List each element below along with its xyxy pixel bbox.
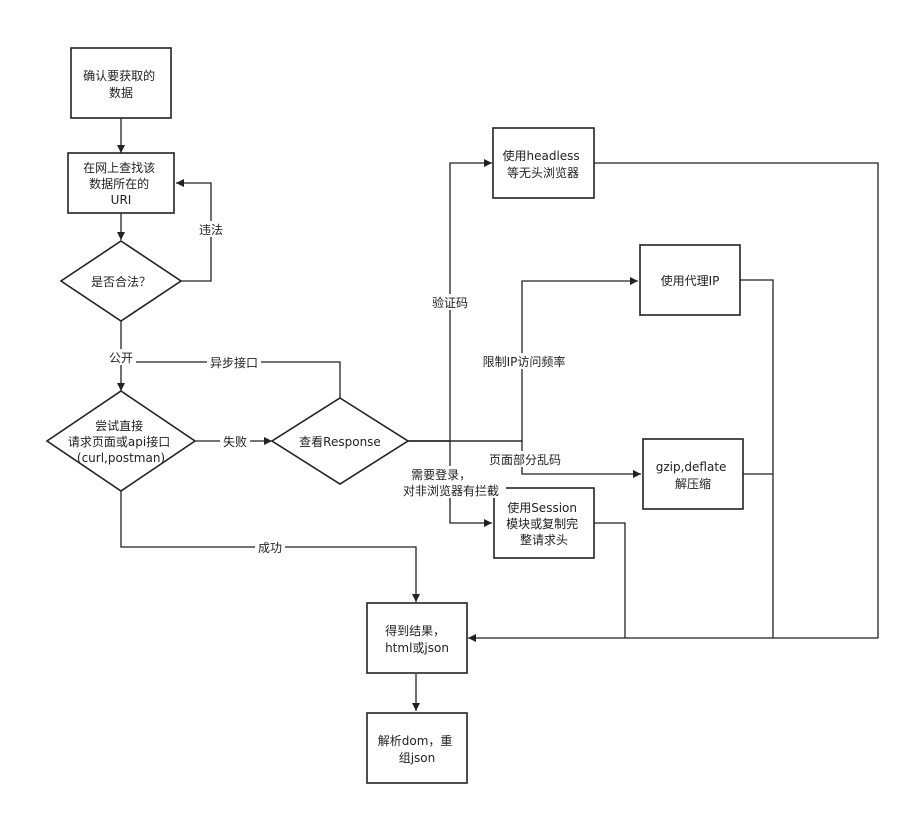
edge-label-illegal: 违法 — [196, 221, 226, 237]
node-use-headless: 使用headless 等无头浏览器 — [492, 127, 595, 199]
edge-label-captcha: 验证码 — [430, 294, 470, 310]
node-check-response: 查看Response — [270, 397, 410, 485]
node-use-session: 使用Session 模块或复制完 整请求头 — [493, 487, 595, 559]
node-gzip-decompress: gzip,deflate 解压缩 — [642, 438, 744, 510]
edge-label-ip-limit: 限制IP访问频率 — [477, 353, 571, 369]
edge-label-garbled: 页面部分乱码 — [485, 451, 565, 467]
edge-label-async-api: 异步接口 — [207, 354, 261, 370]
svg-text:成功: 成功 — [258, 541, 282, 555]
svg-text:需要登录， 对非浏览器有拦截: 需要登录， 对非浏览器有拦截 — [403, 467, 499, 498]
node-label: gzip,deflate 解压缩 — [656, 460, 731, 491]
edge-label-login: 需要登录， 对非浏览器有拦截 — [396, 466, 506, 498]
svg-text:异步接口: 异步接口 — [210, 355, 258, 370]
node-label: 解析dom，重 组json — [378, 734, 456, 765]
node-label: 查看Response — [299, 435, 381, 449]
svg-text:失败: 失败 — [223, 434, 247, 449]
edge-label-success: 成功 — [255, 539, 285, 555]
edge-async-api — [121, 361, 341, 398]
node-label: 尝试直接 请求页面或api接口 (curl,postman) — [68, 418, 174, 465]
node-try-direct: 尝试直接 请求页面或api接口 (curl,postman) — [45, 390, 197, 492]
node-label: 使用headless 等无头浏览器 — [502, 148, 583, 180]
svg-text:验证码: 验证码 — [432, 295, 468, 310]
edge-session-return — [594, 522, 626, 638]
node-get-result: 得到结果， html或json — [366, 602, 468, 674]
node-label: 使用Session 模块或复制完 整请求头 — [506, 500, 582, 547]
node-label: 在网上查找该 数据所在的 URI — [83, 161, 159, 207]
connectors — [117, 118, 879, 711]
node-use-proxy: 使用代理IP — [639, 244, 741, 316]
svg-text:公开: 公开 — [109, 351, 133, 365]
edge-label-public: 公开 — [106, 349, 136, 365]
edge-label-fail: 失败 — [220, 433, 250, 449]
node-find-uri: 在网上查找该 数据所在的 URI — [67, 152, 175, 214]
node-label: 使用代理IP — [661, 273, 720, 288]
node-parse-dom: 解析dom，重 组json — [366, 712, 468, 784]
edge-headless-return — [594, 162, 879, 638]
edge-proxy-return — [740, 279, 774, 638]
svg-text:限制IP访问频率: 限制IP访问频率 — [483, 354, 566, 369]
svg-text:页面部分乱码: 页面部分乱码 — [489, 452, 561, 467]
node-is-legal: 是否合法？ — [59, 240, 183, 322]
node-label: 确认要获取的 数据 — [83, 68, 159, 100]
node-label: 是否合法？ — [91, 274, 151, 289]
node-label: 得到结果， html或json — [385, 623, 449, 655]
node-confirm-data: 确认要获取的 数据 — [70, 47, 172, 119]
svg-text:违法: 违法 — [199, 223, 223, 237]
